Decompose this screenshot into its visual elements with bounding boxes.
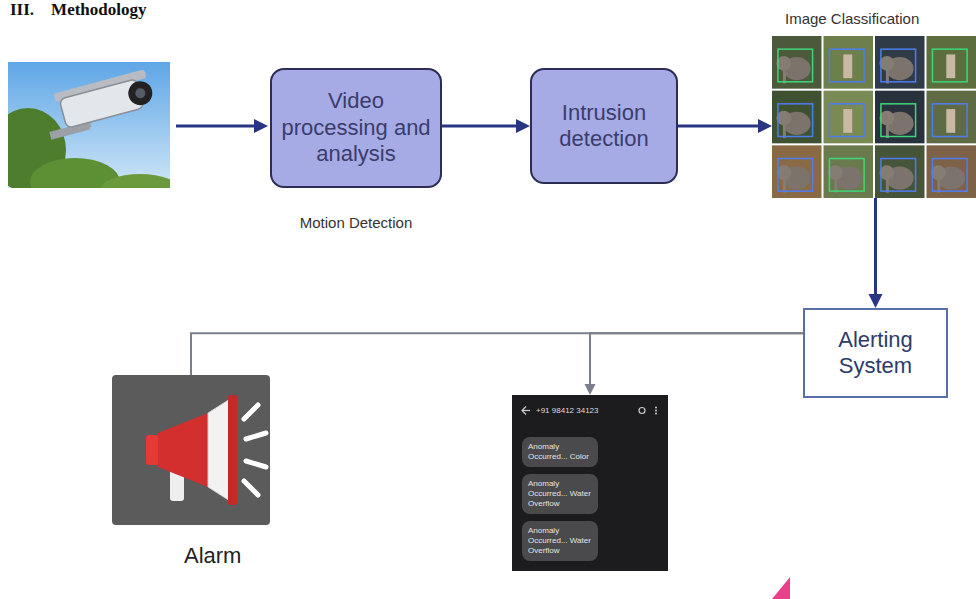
box-label: Alerting System (813, 327, 938, 380)
photo-tile (772, 145, 822, 198)
photo-tile (875, 91, 925, 144)
arrow-head (585, 384, 596, 395)
tree (100, 174, 170, 188)
detection-box (778, 159, 813, 192)
elephant-figure (880, 165, 895, 180)
photo-tile (824, 91, 874, 144)
photo-tile (824, 145, 874, 198)
arrow-line (176, 125, 256, 128)
call-icon (639, 408, 645, 414)
corner-mark (772, 577, 790, 599)
camera-lens (126, 78, 155, 107)
camera-symbol (40, 69, 158, 140)
connector-line (442, 125, 518, 128)
phone-panel: +91 98412 34123Anomaly Occurred... Color… (512, 395, 668, 571)
elephant-figure (828, 165, 843, 180)
elephant-figure (931, 165, 946, 180)
detection-box (932, 104, 967, 137)
message-list: Anomaly Occurred... ColorAnomaly Occurre… (522, 437, 598, 561)
megaphone-body (158, 413, 208, 487)
detection-box (881, 159, 916, 192)
alarm-panel: Alarm (112, 375, 270, 525)
photo-tile (772, 91, 822, 144)
image-panel: Image Classification (772, 36, 976, 198)
image-caption: Image Classification (785, 10, 919, 27)
photo-tile (927, 145, 976, 198)
box-label: Video processing and analysis (280, 88, 432, 167)
sound-line (246, 433, 266, 439)
connector (678, 119, 772, 133)
elephant-figure (777, 111, 792, 126)
process-box: Video processing and analysisMotion Dete… (270, 68, 442, 188)
detection-box (881, 104, 916, 137)
menu-icon (655, 413, 657, 415)
megaphone-bell (208, 399, 230, 501)
connector (191, 333, 803, 375)
elephant-figure (777, 165, 792, 180)
sms-message: Anomaly Occurred... Water Overflow (522, 474, 598, 514)
detection-box (932, 159, 967, 192)
detection-box (778, 104, 813, 137)
person-figure (843, 54, 852, 78)
box-caption: Motion Detection (272, 214, 440, 231)
sound-line (244, 405, 258, 419)
sound-line (244, 481, 258, 495)
alarm-icon (112, 375, 270, 525)
arrow-head (516, 119, 530, 133)
photo-tile (824, 36, 874, 89)
input-arrow (176, 119, 268, 133)
icon-ground (112, 375, 270, 525)
detection-box (829, 104, 864, 137)
elephant-figure (880, 111, 895, 126)
photo-tile (927, 91, 976, 144)
detection-box (778, 49, 813, 82)
box-label: Intrusion detection (540, 100, 668, 153)
process-box: Intrusion detection (530, 68, 678, 184)
detection-box (932, 49, 967, 82)
arrow-head (758, 119, 772, 133)
phone-number: +91 98412 34123 (536, 406, 599, 415)
elephant-figure (777, 56, 792, 71)
photo-tile (875, 145, 925, 198)
person-figure (946, 109, 955, 133)
alert-box: Alerting System (803, 308, 948, 398)
connector-line (678, 125, 760, 128)
sound-line (246, 461, 266, 467)
person-figure (946, 54, 955, 78)
megaphone-back (146, 435, 160, 465)
menu-icon (655, 410, 657, 412)
connector-line (874, 198, 877, 296)
sms-message: Anomaly Occurred... Color (522, 437, 598, 467)
photo-tile (875, 36, 925, 89)
alarm-caption: Alarm (184, 543, 241, 569)
detection-box (881, 49, 916, 82)
connector (869, 198, 883, 308)
elephant-figure (880, 56, 895, 71)
photo-tile (927, 36, 976, 89)
menu-icon (655, 407, 657, 409)
connector-line (191, 333, 803, 375)
sms-message: Anomaly Occurred... Water Overflow (522, 521, 598, 561)
connector-line (590, 333, 803, 386)
camera-photo (8, 62, 170, 188)
connector (585, 333, 804, 395)
connector (442, 119, 530, 133)
person-figure (843, 109, 852, 133)
back-icon (522, 410, 530, 411)
section-title: III. Methodology (10, 0, 146, 20)
camera-lens (134, 87, 146, 99)
classification-image-grid (772, 36, 976, 198)
detection-box (829, 49, 864, 82)
arrow-head (869, 294, 883, 308)
detection-box (829, 159, 864, 192)
arrow-head (254, 119, 268, 133)
megaphone-rim (228, 395, 237, 505)
photo-tile (772, 36, 822, 89)
